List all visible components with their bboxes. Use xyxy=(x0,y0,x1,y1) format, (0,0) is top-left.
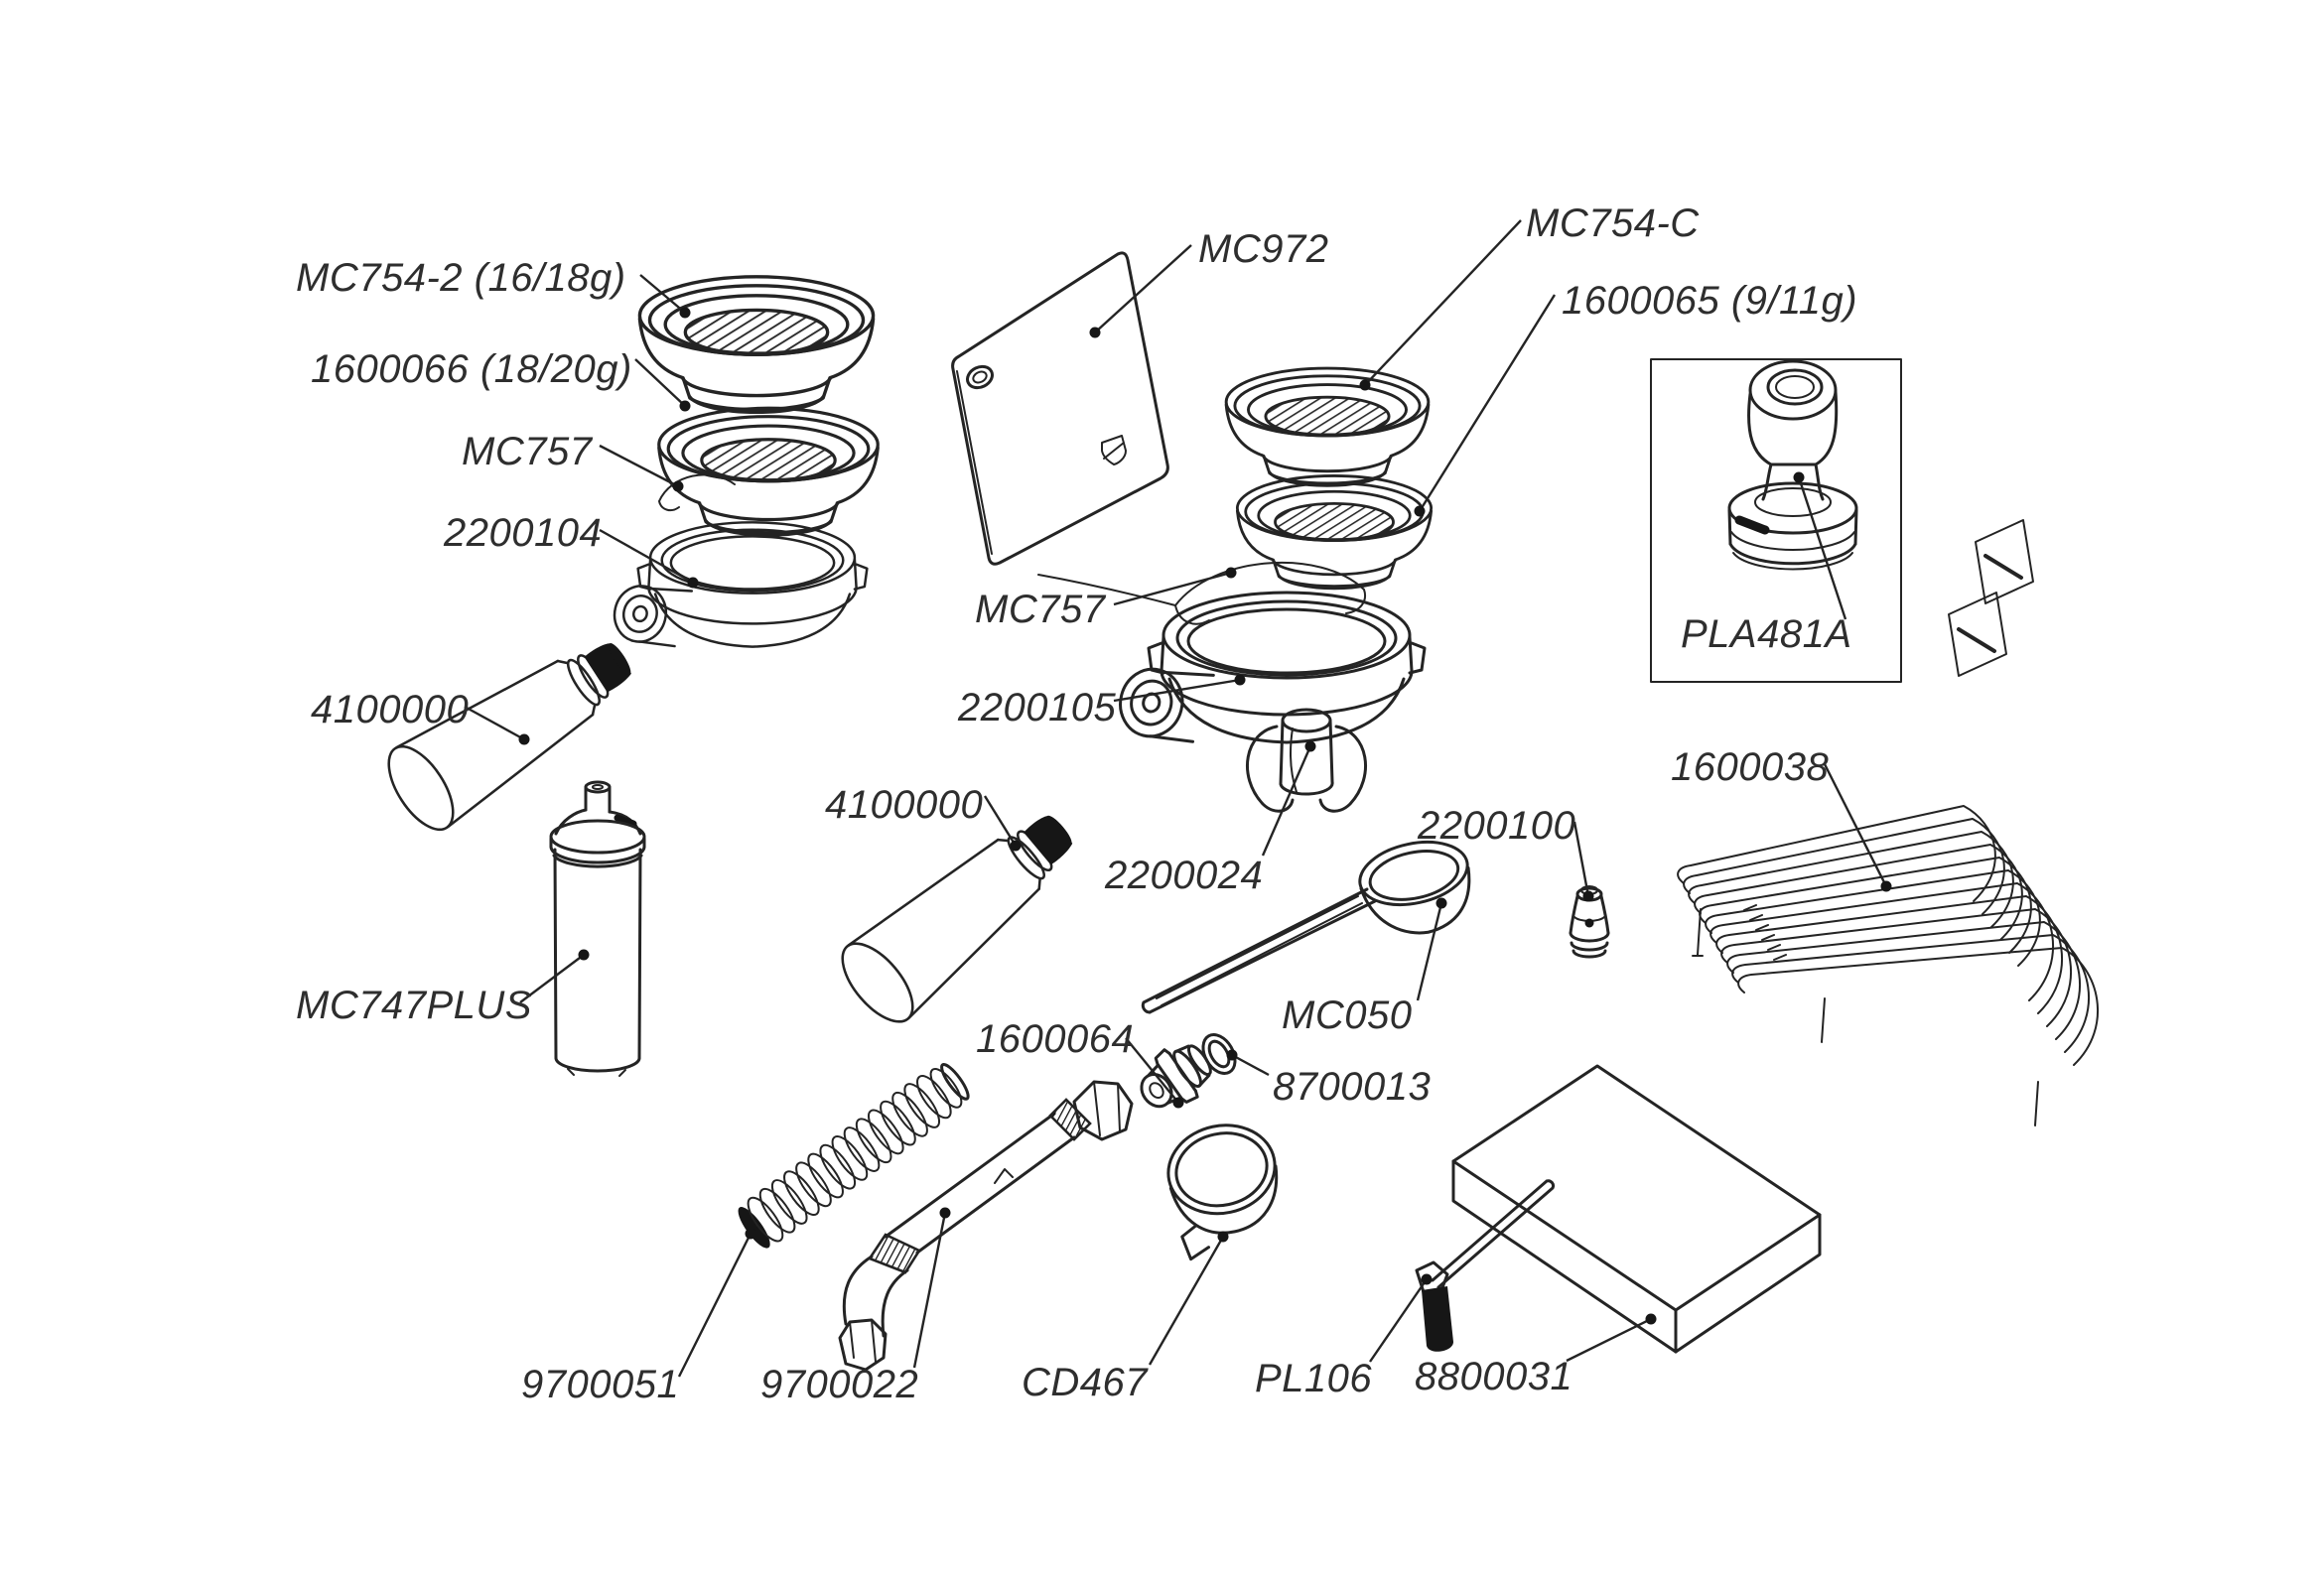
drawing-clamp-ring xyxy=(1166,1124,1279,1261)
drawing-filter-basket-16-18g xyxy=(637,275,876,415)
drawing-corrugated-hose xyxy=(738,1063,970,1249)
part-label-mc754-c: MC754-C xyxy=(1526,201,1700,245)
drawing-steam-tip xyxy=(1569,885,1610,959)
part-label-mc972: MC972 xyxy=(1198,227,1328,271)
part-label-1600065: 1600065 (9/11g) xyxy=(1562,279,1857,323)
leader-dots xyxy=(518,307,1892,1325)
drawing-water-filter-cartridge xyxy=(549,780,646,1077)
drawing-o-ring xyxy=(1201,1033,1237,1075)
drawing-flat-plate xyxy=(951,251,1169,566)
part-label-2200100: 2200100 xyxy=(1417,804,1575,848)
part-label-cd467: CD467 xyxy=(1022,1361,1149,1404)
part-label-mc754-2: MC754-2 (16/18g) xyxy=(296,256,626,300)
part-label-9700022: 9700022 xyxy=(760,1363,918,1406)
drawing-drip-tray xyxy=(1451,1064,1822,1354)
part-label-pl106: PL106 xyxy=(1255,1357,1372,1400)
part-label-1600038: 1600038 xyxy=(1671,745,1829,789)
drawing-handle-mid xyxy=(828,789,1095,1035)
drawing-double-spout xyxy=(1246,708,1367,813)
part-label-8800031: 8800031 xyxy=(1415,1355,1572,1398)
drawing-small-plate-1 xyxy=(1975,519,2034,604)
part-label-2200105: 2200105 xyxy=(957,686,1116,729)
part-label-2200024: 2200024 xyxy=(1104,854,1263,897)
part-label-mc757-left: MC757 xyxy=(462,430,594,473)
part-label-pla481a: PLA481A xyxy=(1681,612,1852,656)
drawing-filter-basket-c xyxy=(1224,366,1431,487)
drawing-portafilter-body-left xyxy=(607,521,869,653)
part-label-mc050: MC050 xyxy=(1282,993,1412,1037)
drawing-tray-screw-pin xyxy=(1415,1179,1555,1352)
drawing-tamper-box xyxy=(1650,358,1902,683)
drawing-hose-nipple xyxy=(1140,1044,1212,1109)
leader-lines xyxy=(464,219,1888,1378)
part-label-mc747plus: MC747PLUS xyxy=(296,984,532,1027)
drawing-measuring-scoop xyxy=(1141,841,1471,1014)
part-label-4100000-mid: 4100000 xyxy=(825,783,983,827)
drawing-wire-cup-rack xyxy=(1677,805,2099,1126)
drawing-steam-wand-pipe xyxy=(838,1080,1134,1372)
part-label-2200104: 2200104 xyxy=(443,511,602,555)
drawing-small-plate-2 xyxy=(1948,592,2007,677)
part-label-1600064: 1600064 xyxy=(976,1017,1134,1061)
drawing-filter-basket-18-20g xyxy=(657,406,880,537)
drawing-spring-clip-left xyxy=(658,473,736,512)
part-label-mc757-right: MC757 xyxy=(975,588,1107,631)
part-label-9700051: 9700051 xyxy=(521,1363,679,1406)
part-label-8700013: 8700013 xyxy=(1273,1065,1431,1109)
drawing-spring-clip-right xyxy=(1037,561,1366,625)
part-label-4100000-left: 4100000 xyxy=(311,688,469,731)
part-label-1600066: 1600066 (18/20g) xyxy=(311,347,632,391)
drawing-portafilter-body-right xyxy=(1111,591,1427,750)
